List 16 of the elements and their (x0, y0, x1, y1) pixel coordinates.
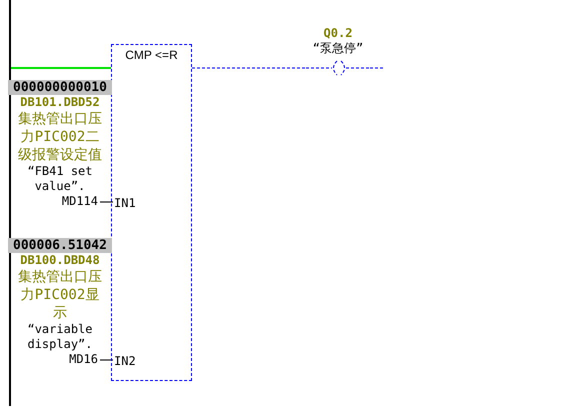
pin-label: IN1 (114, 195, 144, 211)
value-readout: 000000000010 (8, 80, 112, 95)
address-label: DB100.DBD48 (19, 253, 101, 268)
operand-label: MD114 (60, 194, 99, 209)
symbol-comment: “variable display”. (26, 322, 94, 352)
pin-label: IN2 (114, 353, 144, 369)
value-readout: 000006.51042 (8, 238, 112, 253)
comment-text: 集热管出口压力PIC002二级报警设定值 (17, 110, 103, 164)
connection-line (11, 67, 111, 69)
coil-address: Q0.2 (322, 26, 354, 40)
comment-text: 集热管出口压力PIC002显示 (17, 268, 103, 322)
symbol-name: “泵急停” (312, 40, 364, 57)
block-title: CMP <=R (124, 48, 179, 62)
symbol-comment: “FB41 set value”. (26, 164, 94, 194)
operand-label: MD16 (68, 352, 99, 367)
address-label: DB101.DBD52 (19, 95, 101, 110)
